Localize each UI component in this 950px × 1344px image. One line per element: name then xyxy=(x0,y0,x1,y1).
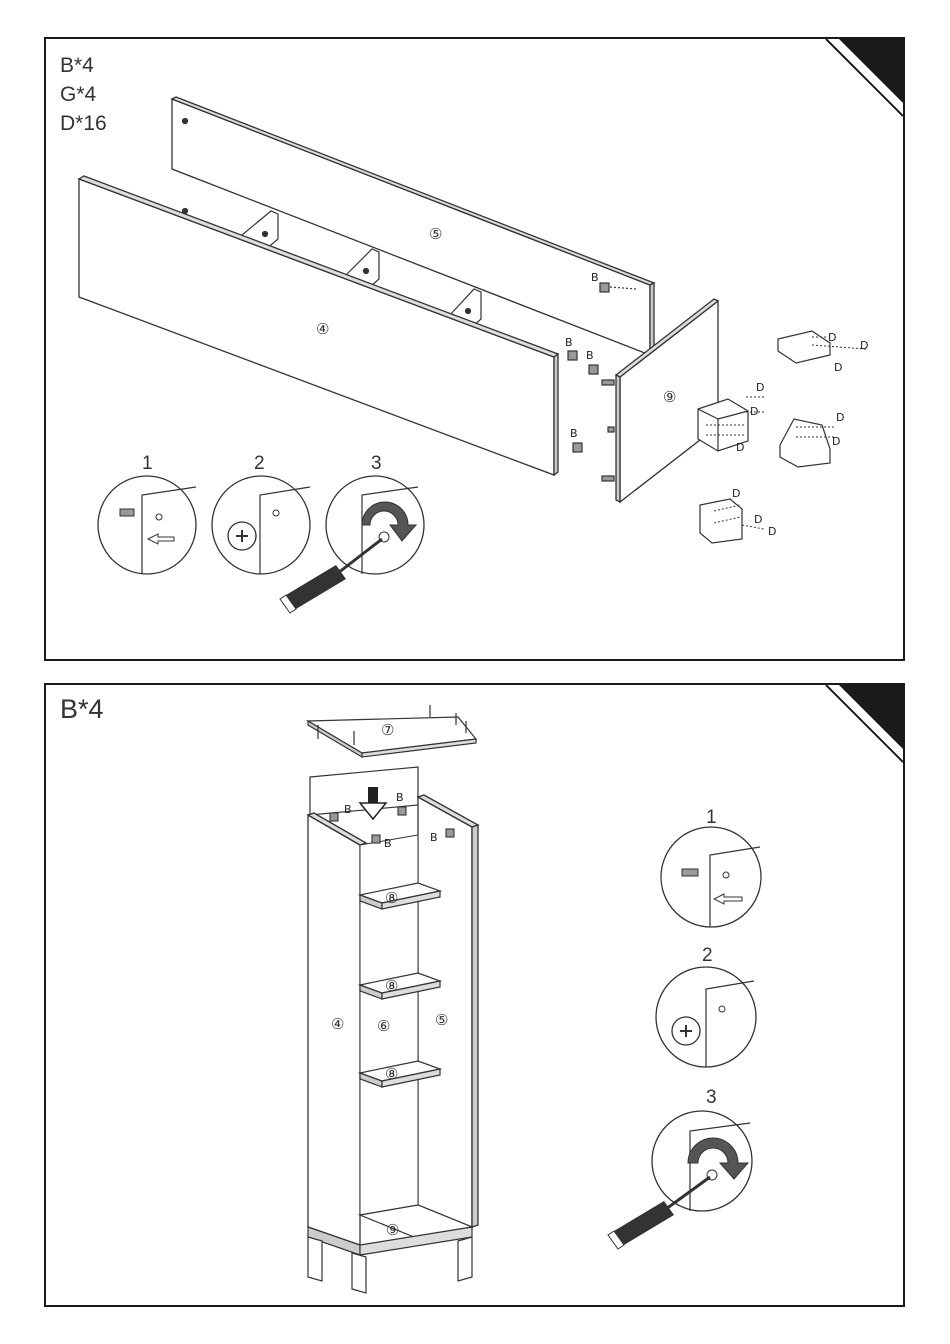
part-number-6: ⑥ xyxy=(377,1017,390,1035)
screw-label-d: D xyxy=(836,411,844,424)
panel-2-illustration: ⑦ ④ ⑤ ⑥ xyxy=(46,685,903,1305)
screw-label-d: D xyxy=(756,381,764,394)
screw-label-b: B xyxy=(570,427,578,440)
step-label-2: 2 xyxy=(702,945,713,966)
screw-label-d: D xyxy=(834,361,842,374)
step-3-detail xyxy=(608,1111,752,1249)
part-number-8: ⑧ xyxy=(385,889,398,907)
part-number-4: ④ xyxy=(331,1015,344,1033)
screw-label-b: B xyxy=(591,271,599,284)
screw-label-d: D xyxy=(750,405,758,418)
screw-label-b: B xyxy=(586,349,594,362)
screw-label-d: D xyxy=(828,331,836,344)
screw-label-b: B xyxy=(344,803,352,816)
screw-label-d: D xyxy=(732,487,740,500)
step-label-1: 1 xyxy=(706,807,717,828)
step-label-1: 1 xyxy=(142,453,153,474)
part-number-8: ⑧ xyxy=(385,1065,398,1083)
part-number-5: ⑤ xyxy=(435,1011,448,1029)
screw-label-d: D xyxy=(860,339,868,352)
corner-tab-icon xyxy=(826,685,903,762)
part-number-5: ⑤ xyxy=(429,225,442,243)
part-number-4: ④ xyxy=(316,320,329,338)
screw-label-b: B xyxy=(384,837,392,850)
step-2-detail xyxy=(656,967,756,1067)
screw-label-d: D xyxy=(754,513,762,526)
corner-tab-icon xyxy=(826,39,903,116)
part-number-9: ⑨ xyxy=(386,1221,399,1239)
screw-label-d: D xyxy=(736,441,744,454)
step-label-2: 2 xyxy=(254,453,265,474)
part-number-7: ⑦ xyxy=(381,721,394,739)
step-label-3: 3 xyxy=(706,1087,717,1108)
screw-label-b: B xyxy=(430,831,438,844)
step-2-detail xyxy=(212,476,310,574)
screw-label-b: B xyxy=(396,791,404,804)
step-1-detail xyxy=(661,827,761,927)
screw-label-b: B xyxy=(565,336,573,349)
step-label-3: 3 xyxy=(371,453,382,474)
step-1-detail xyxy=(98,476,196,574)
part-number-9: ⑨ xyxy=(663,388,676,406)
panel-1-illustration: ⑤ ④ ⑨ xyxy=(46,39,903,659)
assembly-step-panel-1: B*4 G*4 D*16 ⑤ xyxy=(44,37,905,661)
screw-label-d: D xyxy=(832,435,840,448)
part-number-8: ⑧ xyxy=(385,977,398,995)
assembly-step-panel-2: B*4 ⑦ ④ xyxy=(44,683,905,1307)
screw-label-d: D xyxy=(768,525,776,538)
